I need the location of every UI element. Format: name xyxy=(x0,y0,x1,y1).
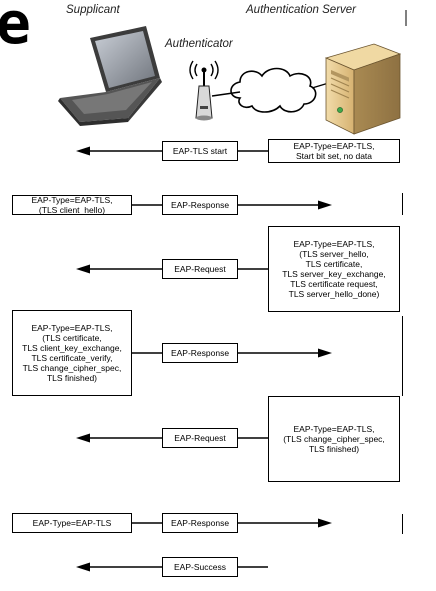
slide-title-fragment: e xyxy=(0,0,31,57)
message-eap-tls-start: EAP-TLS start xyxy=(162,141,238,161)
edge-mark xyxy=(402,514,403,534)
edge-mark xyxy=(402,316,403,396)
message-eap-request: EAP-Request xyxy=(162,428,238,448)
laptop-icon xyxy=(58,26,162,126)
message-arrows xyxy=(76,146,332,572)
note-client-final: EAP-Type=EAP-TLS xyxy=(12,513,132,533)
access-point-icon xyxy=(189,60,219,121)
network-cloud-icon xyxy=(230,67,317,113)
supplicant-label: Supplicant xyxy=(66,4,120,16)
message-eap-response: EAP-Response xyxy=(162,513,238,533)
authentication-server-label: Authentication Server xyxy=(246,4,356,16)
note-server-hello: EAP-Type=EAP-TLS, (TLS server_hello, TLS… xyxy=(268,226,400,312)
note-client-hello: EAP-Type=EAP-TLS, (TLS client_hello) xyxy=(12,195,132,215)
note-server-start: EAP-Type=EAP-TLS, Start bit set, no data xyxy=(268,139,400,163)
message-eap-response: EAP-Response xyxy=(162,343,238,363)
message-eap-request: EAP-Request xyxy=(162,259,238,279)
note-server-finished: EAP-Type=EAP-TLS, (TLS change_cipher_spe… xyxy=(268,396,400,482)
edge-mark xyxy=(402,193,403,215)
message-eap-response: EAP-Response xyxy=(162,195,238,215)
note-client-certificate: EAP-Type=EAP-TLS, (TLS certificate, TLS … xyxy=(12,310,132,396)
server-icon xyxy=(324,43,402,135)
authenticator-label: Authenticator xyxy=(165,38,233,50)
message-eap-success: EAP-Success xyxy=(162,557,238,577)
